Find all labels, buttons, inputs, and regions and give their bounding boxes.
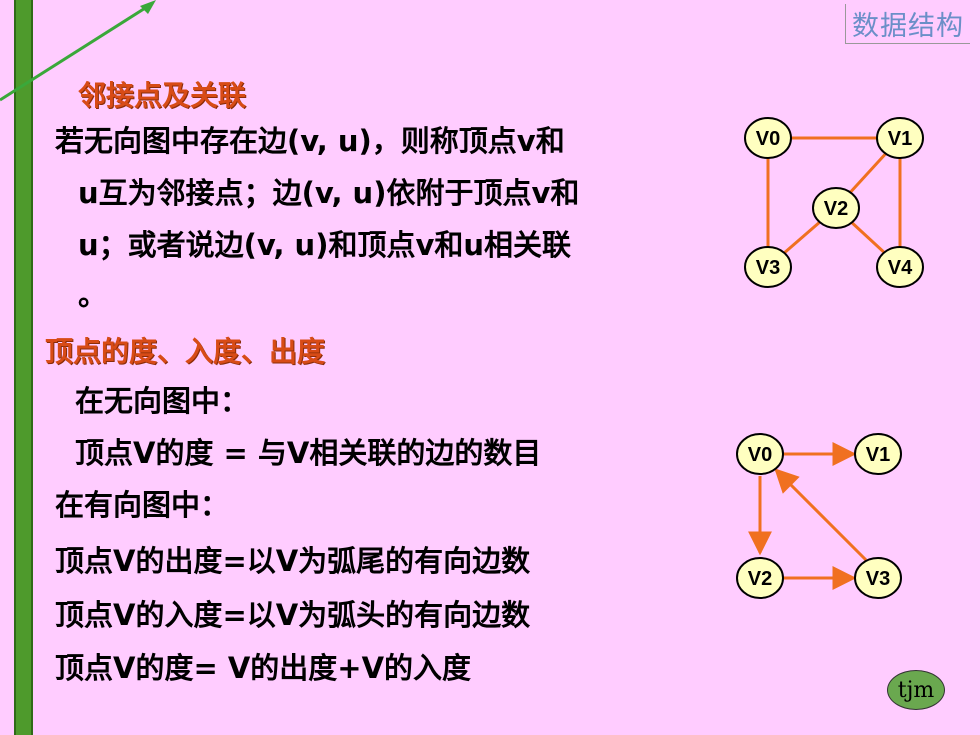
graph-node [876, 117, 924, 159]
text-line: u；或者说边(v, u)和顶点v和u相关联 [78, 228, 572, 262]
node-label: V1 [866, 444, 890, 466]
text-line: 在有向图中： [55, 488, 230, 522]
graph-node [854, 433, 902, 475]
graph-node [744, 246, 792, 288]
node-label: V1 [888, 128, 912, 150]
graph-node [812, 187, 860, 229]
author-badge: tjm [887, 670, 945, 710]
node-label: V2 [824, 198, 848, 220]
left-accent-bar [14, 0, 33, 735]
text-line: 若无向图中存在边(v, u)，则称顶点v和 [55, 124, 565, 158]
graph-node [736, 557, 784, 599]
undirected-graph: V0 V1 V2 V3 V4 [744, 117, 924, 288]
heading-adjacency: 邻接点及关联 [78, 79, 247, 112]
text-line: 顶点V的出度=以V为弧尾的有向边数 [55, 544, 531, 578]
text-line: u互为邻接点；边(v, u)依附于顶点v和 [78, 176, 580, 210]
graph-node [854, 557, 902, 599]
node-label: V0 [756, 128, 780, 150]
text-line: 顶点V的度= V的出度+V的入度 [55, 651, 472, 685]
node-label: V4 [888, 257, 913, 279]
graph-node [744, 117, 792, 159]
text-line: 。 [78, 278, 108, 312]
course-title: 数据结构 [845, 4, 970, 44]
node-label: V3 [756, 257, 780, 279]
directed-graph: V0 V1 V2 V3 [736, 433, 902, 599]
text-line: 在无向图中： [75, 384, 250, 418]
node-label: V3 [866, 568, 890, 590]
text-line: 顶点V的度 = 与V相关联的边的数目 [75, 436, 542, 470]
decorative-arrow [0, 0, 156, 102]
graph-node [736, 433, 784, 475]
text-line: 顶点V的入度=以V为弧头的有向边数 [55, 598, 531, 632]
arc [774, 468, 868, 562]
node-label: V2 [748, 568, 772, 590]
graph-node [876, 246, 924, 288]
heading-degree: 顶点的度、入度、出度 [45, 335, 326, 368]
node-label: V0 [748, 444, 772, 466]
